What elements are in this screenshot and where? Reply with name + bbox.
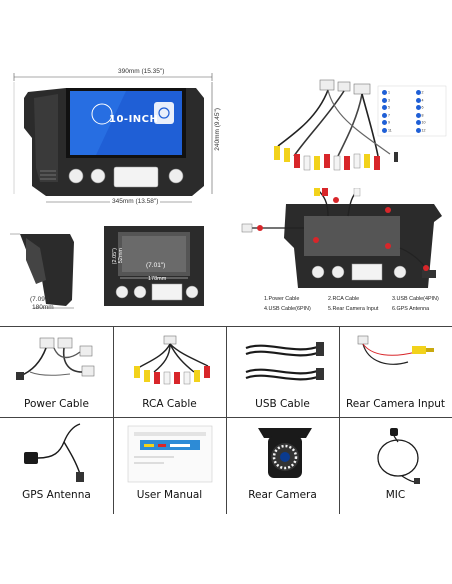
width-dimension-label: 390mm (15.35") [118, 68, 165, 75]
harness-legend-item: 3 [382, 97, 413, 103]
head-unit-dimension-diagram: 390mm (15.35") 240mm (9.45") 345mm (13.5… [6, 68, 228, 208]
rca-plugs [274, 146, 398, 171]
rear-view-illustration [104, 226, 204, 306]
head-unit-front-view [13, 73, 213, 203]
harness-legend-item: 8 [415, 112, 447, 118]
power-cable-image [10, 332, 104, 392]
product-label-rca-cable: RCA Cable [142, 398, 197, 410]
rear-camera-input-image [348, 332, 442, 392]
height-dimension-label: 240mm (9.45") [214, 108, 221, 151]
harness-legend-item: 11 [382, 127, 413, 133]
accessory-legend: 1.Power Cable 2.RCA Cable 3.USB Cable(4P… [264, 296, 448, 312]
inner-width-mm-label: 178mm [148, 276, 167, 282]
product-label-power-cable: Power Cable [24, 398, 89, 410]
wiring-harness-diagram: 1 2 3 4 5 6 7 8 9 10 11 12 [258, 76, 448, 186]
accessory-legend-item: 2.RCA Cable [328, 296, 360, 302]
accessory-legend-item: 6.GPS Antenna [392, 306, 430, 312]
accessory-legend-item: 1.Power Cable [264, 296, 300, 302]
rca-cable-image [124, 332, 218, 392]
screen-size-text: 10-INCH [109, 114, 159, 125]
rear-view-diagram: (2.05") 52mm (7.01") 178mm [100, 220, 210, 316]
harness-legend-item: 4 [415, 97, 447, 103]
grid-divider [226, 326, 227, 514]
product-grid: Power Cable RCA Cable U [0, 326, 452, 514]
grid-divider [339, 326, 340, 514]
harness-legend-item: 10 [415, 120, 447, 125]
harness-legend-item: 1 [382, 90, 413, 95]
harness-legend-item: 9 [382, 120, 413, 125]
product-label-user-manual: User Manual [136, 489, 203, 501]
mic-image [368, 422, 428, 490]
depth-inch-label: (7.09") [30, 296, 50, 303]
inner-height-mm-label: 52mm [118, 248, 124, 264]
harness-legend-item: 5 [382, 105, 413, 110]
user-manual-image [120, 422, 220, 490]
usb-cable-image [236, 332, 330, 392]
rear-camera-image [250, 422, 320, 490]
grid-divider [113, 326, 114, 514]
harness-legend-item: 2 [415, 90, 447, 95]
product-label-rear-camera-input: Rear Camera Input [345, 398, 446, 410]
harness-legend-item: 7 [382, 112, 413, 118]
gps-antenna-image [14, 422, 104, 490]
depth-mm-label: 180mm [32, 304, 54, 311]
accessory-legend-item: 3.USB Cable(4PIN) [392, 296, 439, 302]
installed-view-diagram: 1.Power Cable 2.RCA Cable 3.USB Cable(4P… [238, 187, 448, 318]
bottom-dimension-label: 345mm (13.58") [110, 198, 161, 205]
harness-legend: 1 2 3 4 5 6 7 8 9 10 11 12 [382, 90, 446, 133]
wiring-harness-illustration [274, 79, 447, 171]
harness-legend-item: 12 [415, 127, 447, 133]
product-label-rear-camera: Rear Camera [248, 489, 317, 501]
inner-width-inch-label: (7.01") [146, 262, 166, 269]
harness-legend-item: 6 [415, 105, 447, 110]
accessory-legend-item: 5.Rear Camera Input [328, 306, 379, 312]
installed-view-illustration [241, 187, 442, 288]
side-profile-diagram: (7.09") 180mm [6, 220, 90, 316]
side-profile-illustration [10, 233, 74, 309]
product-label-mic: MIC [385, 489, 406, 501]
product-label-gps-antenna: GPS Antenna [22, 489, 91, 501]
product-label-usb-cable: USB Cable [255, 398, 310, 410]
accessory-legend-item: 4.USB Cable(6PIN) [264, 306, 311, 312]
